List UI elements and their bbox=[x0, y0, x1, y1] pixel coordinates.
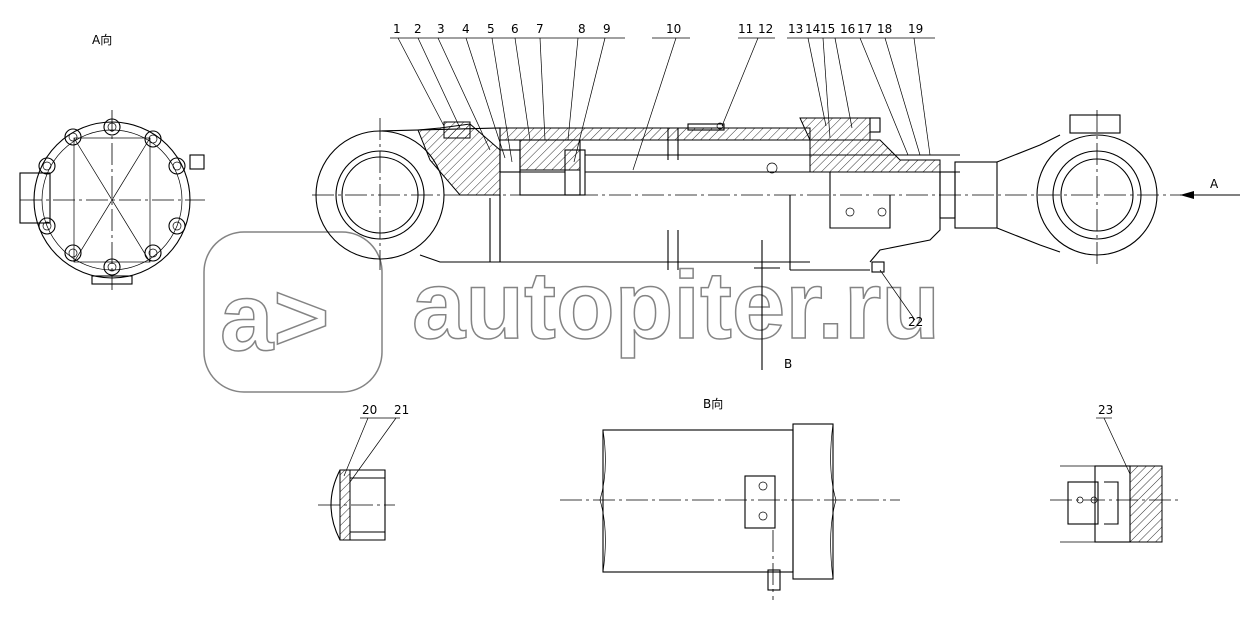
balloon-6: 6 bbox=[511, 22, 519, 36]
balloon-1: 1 bbox=[393, 22, 401, 36]
balloon-10: 10 bbox=[666, 22, 681, 36]
watermark-logo-box bbox=[203, 231, 383, 393]
balloon-23: 23 bbox=[1098, 403, 1113, 417]
balloon-3: 3 bbox=[437, 22, 445, 36]
balloon-labels: 1 2 3 4 5 6 7 8 9 10 11 12 13 14 15 16 1… bbox=[390, 22, 935, 329]
balloon-15: 15 bbox=[820, 22, 835, 36]
balloon-5: 5 bbox=[487, 22, 495, 36]
balloon-4: 4 bbox=[462, 22, 470, 36]
balloon-11: 11 bbox=[738, 22, 753, 36]
balloon-7: 7 bbox=[536, 22, 544, 36]
balloon-2: 2 bbox=[414, 22, 422, 36]
view-a-title: A向 bbox=[92, 32, 112, 47]
balloon-14: 14 bbox=[805, 22, 820, 36]
balloon-17: 17 bbox=[857, 22, 872, 36]
detail-20-21: 20 21 bbox=[318, 403, 409, 541]
detail-23: 23 bbox=[1050, 403, 1180, 543]
cylinder-main-section: A B bbox=[312, 110, 1240, 371]
watermark-logo-glyph: a> bbox=[220, 264, 329, 371]
balloon-8: 8 bbox=[578, 22, 586, 36]
balloon-21: 21 bbox=[394, 403, 409, 417]
balloon-22: 22 bbox=[908, 315, 923, 329]
balloon-18: 18 bbox=[877, 22, 892, 36]
watermark-brand-text: autopiter.ru bbox=[412, 252, 940, 359]
balloon-13: 13 bbox=[788, 22, 803, 36]
balloon-20: 20 bbox=[362, 403, 377, 417]
balloon-19: 19 bbox=[908, 22, 923, 36]
view-a-bolt-circle bbox=[38, 118, 186, 276]
view-b-detail: B向 bbox=[560, 396, 900, 600]
balloon-9: 9 bbox=[603, 22, 611, 36]
view-b-title: B向 bbox=[703, 396, 723, 411]
arrow-a-label: A bbox=[1210, 177, 1219, 191]
balloon-16: 16 bbox=[840, 22, 855, 36]
balloon-12: 12 bbox=[758, 22, 773, 36]
watermark: a> autopiter.ru bbox=[203, 231, 941, 393]
arrow-b-label: B bbox=[784, 357, 792, 371]
view-a-end-view: A向 bbox=[19, 32, 205, 290]
